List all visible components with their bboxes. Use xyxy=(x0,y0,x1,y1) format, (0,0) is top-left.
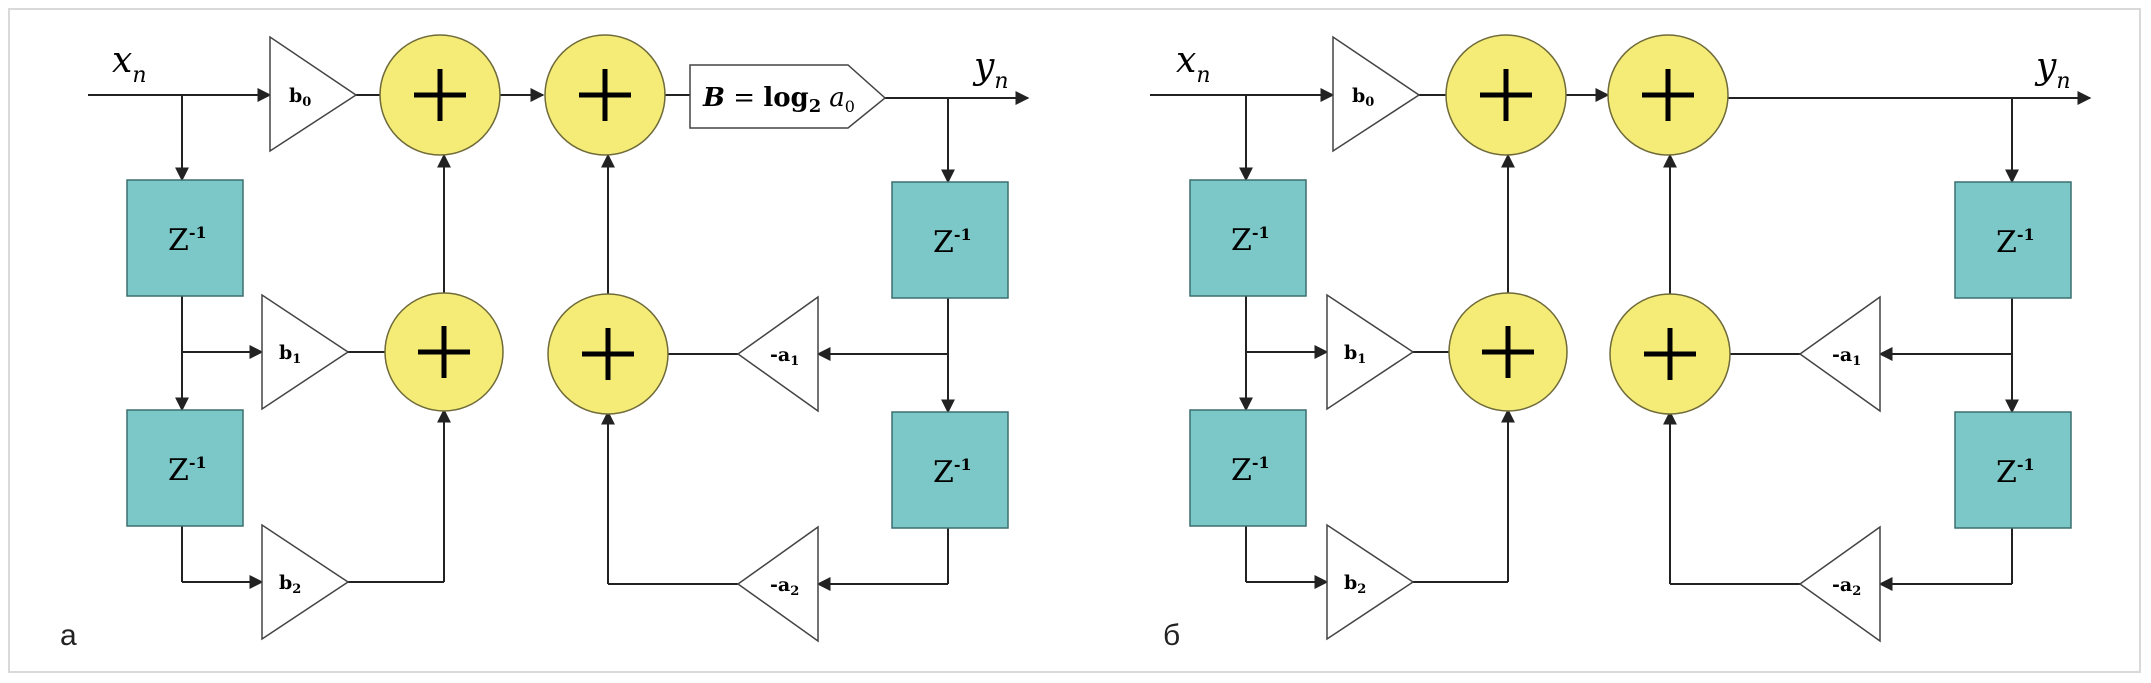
delay-block xyxy=(891,181,1009,299)
gain-b1-label: b1 xyxy=(1344,342,1366,367)
output-label: yn xyxy=(2034,46,2071,94)
gain-b0-label: b0 xyxy=(1352,85,1374,110)
gain-b2-label: b2 xyxy=(1344,572,1366,597)
gain-a1-label: -a1 xyxy=(770,344,799,369)
delay-label: Z-1 xyxy=(1996,225,2035,260)
delay-blocks: Z-1 Z-1 Z-1 Z-1 xyxy=(1189,179,2072,529)
adders xyxy=(379,34,669,415)
panel-b: xn yn Z-1 xyxy=(1150,34,2092,652)
delay-block xyxy=(1954,181,2072,299)
delay-block xyxy=(1954,411,2072,529)
panel-a: xn yn xyxy=(60,34,1030,652)
output-label: yn xyxy=(972,46,1009,94)
figure-frame xyxy=(8,8,2141,673)
delay-label: Z-1 xyxy=(933,455,972,490)
delay-label: Z-1 xyxy=(168,223,207,258)
gain-a1 xyxy=(736,295,819,413)
gain-a2 xyxy=(736,525,819,643)
gain-b2 xyxy=(1326,523,1415,641)
gain-blocks: b0 b1 b2 -a1 -a2 xyxy=(261,35,819,643)
delay-label: Z-1 xyxy=(1231,223,1270,258)
gain-b1 xyxy=(261,293,350,411)
delay-block xyxy=(126,179,244,297)
gain-b1-label: b1 xyxy=(279,342,301,367)
input-label: xn xyxy=(1176,40,1210,88)
gain-a2 xyxy=(1798,525,1881,643)
gain-blocks: b0 b1 b2 -a1 -a2 xyxy=(1326,35,1881,643)
delay-block xyxy=(1189,409,1307,527)
gain-b0 xyxy=(1332,35,1421,153)
signal-wires xyxy=(1150,88,2092,591)
adders xyxy=(1445,34,1731,415)
panel-label: а xyxy=(60,619,77,652)
delay-label: Z-1 xyxy=(933,225,972,260)
gain-a1-label: -a1 xyxy=(1832,344,1861,369)
gain-a2-label: -a2 xyxy=(770,574,799,599)
gain-b1 xyxy=(1326,293,1415,411)
gain-b2-label: b2 xyxy=(279,572,301,597)
gain-b2 xyxy=(261,523,350,641)
panel-label: б xyxy=(1163,619,1180,652)
gain-b0 xyxy=(269,35,358,153)
delay-blocks: Z-1 Z-1 Z-1 Z-1 xyxy=(126,179,1009,529)
delay-label: Z-1 xyxy=(168,453,207,488)
gain-b0-label: b0 xyxy=(289,85,311,110)
delay-block xyxy=(1189,179,1307,297)
input-label: xn xyxy=(112,40,146,88)
gain-a1 xyxy=(1798,295,1881,413)
delay-label: Z-1 xyxy=(1996,455,2035,490)
delay-block xyxy=(126,409,244,527)
delay-block xyxy=(891,411,1009,529)
signal-wires xyxy=(88,88,1030,591)
gain-a2-label: -a2 xyxy=(1832,574,1861,599)
delay-label: Z-1 xyxy=(1231,453,1270,488)
